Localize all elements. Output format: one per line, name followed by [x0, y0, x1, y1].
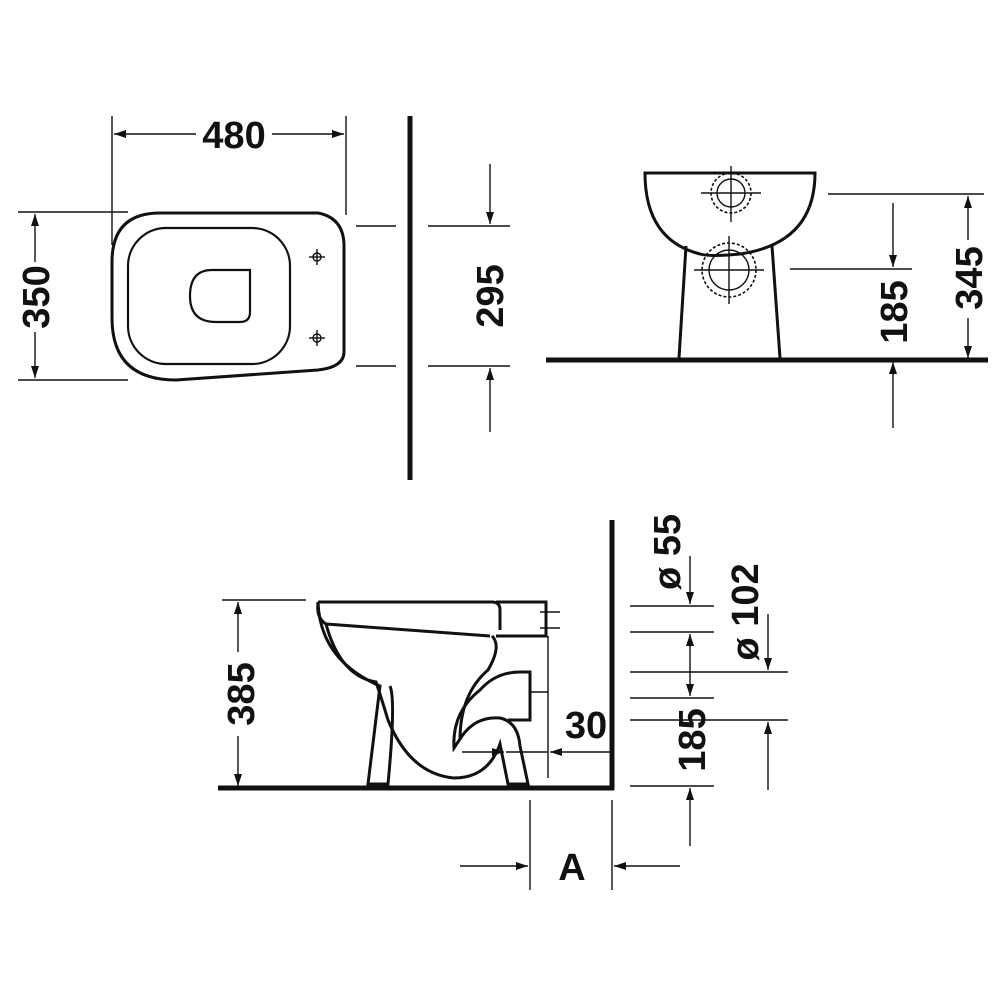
- outlet-circle: [694, 236, 764, 304]
- dimension-385: 385: [221, 662, 263, 725]
- dimension-295: 295: [470, 264, 512, 327]
- bowl-front: [643, 171, 817, 257]
- dimension-350: 350: [16, 265, 58, 328]
- front-view: 185 345: [546, 166, 991, 428]
- dimension-185-front: 185: [874, 280, 916, 343]
- dimension-A: A: [558, 847, 585, 889]
- bowl-front-body: [316, 601, 395, 786]
- dimension-185-side: 185: [672, 708, 714, 771]
- dimension-30: 30: [565, 705, 607, 747]
- bowl-rim-side: [316, 600, 502, 638]
- pedestal-front: [677, 245, 782, 359]
- inlet-circle: [701, 166, 761, 222]
- dimension-dia-102: ø 102: [725, 563, 767, 660]
- inlet-spigot: [496, 600, 548, 638]
- bowl-opening: [188, 268, 252, 324]
- bowl-rim: [126, 226, 292, 366]
- seat-fixing-hole: [309, 330, 325, 346]
- trap-outline: [324, 623, 532, 786]
- top-view: 480 350: [16, 115, 396, 382]
- trap-inner: [458, 634, 498, 741]
- dimension-dia-55: ø 55: [647, 514, 689, 590]
- fixing-spacing-dimension: 295: [428, 164, 512, 432]
- side-view: 385 30 ø 55 ø 102: [218, 514, 788, 890]
- dimension-345: 345: [949, 246, 991, 309]
- bowl-outline: [110, 211, 346, 382]
- seat-fixing-hole: [309, 249, 325, 265]
- dimension-480: 480: [202, 115, 265, 157]
